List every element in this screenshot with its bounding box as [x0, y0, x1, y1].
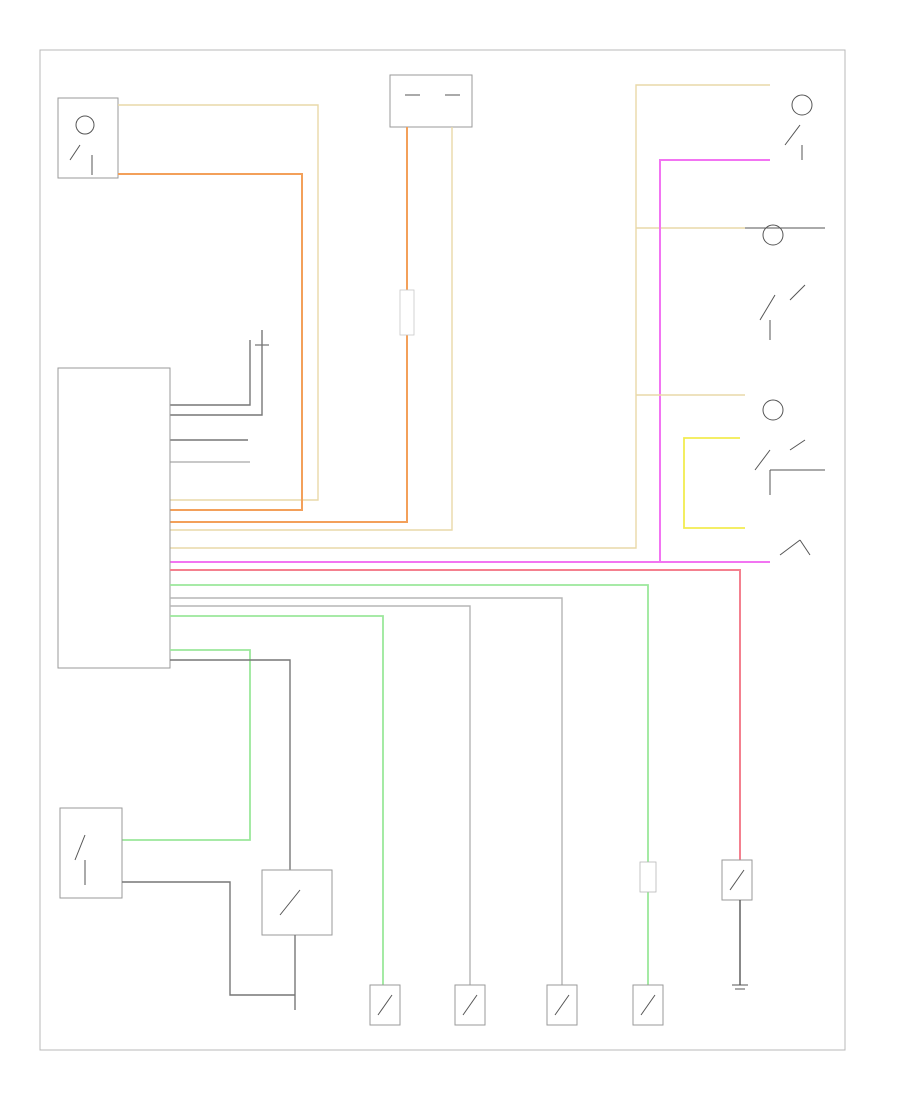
wire-gray-to-ground-2 — [170, 340, 251, 406]
front-door-lamp-r — [754, 399, 825, 495]
wire-tan-top-right — [170, 84, 770, 549]
wire-gray-b — [170, 605, 471, 985]
door-switch-center — [261, 869, 333, 936]
luggage-lamp — [779, 539, 811, 556]
wire-red — [170, 569, 741, 860]
wire-gray-to-ground-1 — [170, 330, 263, 416]
body-ground — [732, 984, 748, 990]
wire-gray-a — [170, 597, 563, 985]
wire-green-a — [170, 584, 649, 985]
rear-door-switch-l — [369, 984, 401, 1026]
key-switch — [59, 807, 123, 899]
wire-yellow-loop — [683, 437, 745, 529]
trunk-switch — [721, 859, 753, 901]
luggage-switch — [639, 861, 657, 893]
wire-gray-key — [122, 881, 295, 996]
front-door-lamp-l — [745, 224, 825, 340]
diagram-frame — [39, 49, 846, 1051]
front-passenger-switch — [632, 984, 664, 1026]
rear-door-switch-r — [546, 984, 578, 1026]
wire-green-b — [170, 615, 384, 985]
courtesy-lamp-tl — [57, 97, 119, 179]
front-door-switch — [454, 984, 486, 1026]
step-lamp-top-right — [784, 94, 813, 160]
wire-orange-top-left — [118, 173, 303, 511]
control-unit — [57, 367, 171, 669]
wire-orange-center — [170, 127, 408, 523]
fuse-box — [389, 74, 473, 128]
wire-tan-center — [170, 127, 453, 531]
wire-tan-top-left — [118, 104, 319, 501]
wire-gray-c — [170, 659, 291, 870]
wire-pink-main — [170, 159, 770, 563]
wire-green-c — [122, 649, 251, 841]
junction-connector — [399, 289, 415, 336]
